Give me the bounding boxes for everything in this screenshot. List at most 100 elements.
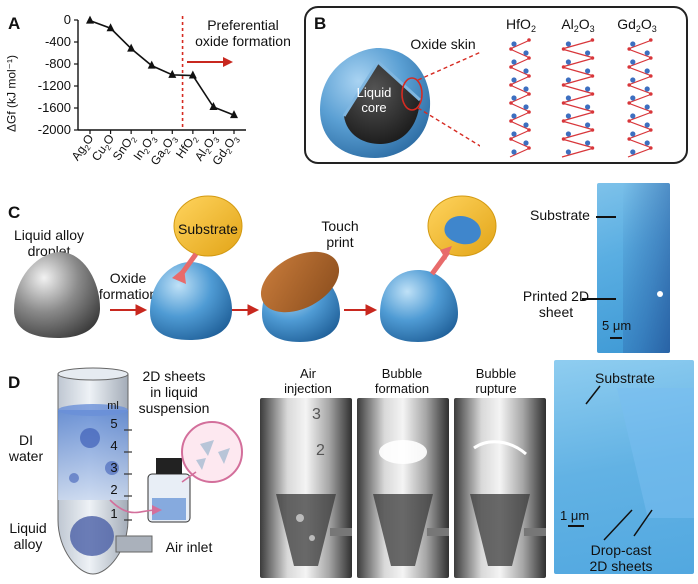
al2o3-structure-atom — [565, 77, 571, 83]
al2o3-structure-atom — [585, 140, 591, 146]
alloy-line-2: alloy — [13, 536, 43, 552]
data-point — [86, 15, 94, 24]
al2o3-structure-bond — [561, 93, 595, 104]
data-point — [230, 110, 238, 119]
gd2o3-structure-atom — [644, 68, 650, 74]
hfo2-structure-atom — [511, 149, 517, 155]
gd2o3-structure-atom — [630, 77, 636, 83]
gd2o3-structure-atom — [627, 137, 631, 141]
gd2o3-structure-bond — [627, 120, 653, 131]
al2o3-structure-bond — [561, 84, 595, 95]
photo-1-title-line-2: injection — [284, 381, 332, 396]
printed-sheet-label: Printed 2D sheet — [512, 288, 600, 320]
chart-axes — [77, 20, 246, 131]
panel-c-letter: C — [8, 203, 21, 222]
photo-2-title-line-1: Bubble — [381, 366, 423, 381]
hfo2-structure-atom — [509, 83, 513, 87]
y-tick-label: -800 — [45, 56, 71, 71]
al2o3-structure-atom — [561, 119, 566, 123]
al2o3-structure-atom — [585, 122, 591, 128]
photo-title-air-injection: Air injection — [266, 366, 350, 396]
photo-2-title-line-2: formation — [374, 381, 430, 396]
hfo2-structure-atom — [527, 74, 531, 78]
printed-sheet-micrograph — [597, 183, 670, 353]
hfo2-structure-bond — [509, 120, 531, 131]
al2o3-structure-atom — [590, 110, 595, 114]
scale-bar-label-c: 5 μm — [602, 318, 632, 333]
hfo2-structure-atom — [509, 137, 513, 141]
oxide-line-1: Oxide — [109, 270, 147, 286]
oxide-skin-label: Oxide skin — [410, 36, 476, 52]
gd2o3-structure-bond — [627, 57, 653, 68]
al2o3-structure-atom — [585, 50, 591, 56]
al2o3-structure-atom — [565, 41, 571, 47]
al2o3-structure-bond — [561, 57, 595, 68]
dropcast-line-1: Drop-cast — [590, 542, 652, 558]
gd2o3-structure-atom — [649, 146, 653, 150]
droplet-cross-section — [320, 48, 480, 158]
sheets-suspension-label: 2D sheets in liquid suspension — [134, 368, 214, 416]
tick-5: 5 — [110, 416, 118, 431]
data-point — [127, 43, 136, 52]
y-tick-label: 0 — [64, 12, 71, 27]
al2o3-structure-atom — [585, 86, 591, 92]
al2o3-structure-atom — [561, 65, 566, 69]
gd2o3-structure-bond — [627, 75, 653, 86]
al2o3-structure-atom — [585, 104, 591, 110]
hfo2-structure-bond — [509, 48, 531, 59]
hfo2-structure-bond — [509, 129, 531, 140]
y-tick-label: -400 — [45, 34, 71, 49]
series-markers — [86, 15, 238, 119]
tick-1: 1 — [110, 506, 118, 521]
dropcast-line-2: 2D sheets — [589, 558, 653, 574]
droplet-line-1: Liquid alloy — [13, 227, 85, 243]
core-line-2: core — [361, 100, 387, 115]
hfo2-structure-atom — [511, 41, 517, 47]
photo-title-bubble-rupture: Bubble rupture — [454, 366, 538, 396]
hfo2-structure-atom — [509, 119, 513, 123]
hfo2-structure-bond — [509, 39, 531, 50]
al2o3-structure-bond — [561, 39, 595, 50]
gd2o3-structure-atom — [627, 47, 631, 51]
core-line-1: Liquid — [356, 85, 392, 100]
hfo2-structure-atom — [523, 140, 529, 146]
y-tick-label: -1600 — [38, 100, 71, 115]
al2o3-structure-bond — [561, 111, 595, 122]
al2o3-structure-atom — [565, 131, 571, 137]
gd2o3-structure-bond — [627, 93, 653, 104]
gd2o3-structure-atom — [649, 128, 653, 132]
crystal-structures — [509, 38, 653, 158]
gd2o3-structure-atom — [644, 122, 650, 128]
data-point — [209, 102, 218, 111]
gd2o3-structure-atom — [630, 41, 636, 47]
al2o3-structure-atom — [590, 56, 595, 60]
al2o3-structure-bond — [561, 129, 595, 140]
hfo2-structure-atom — [511, 59, 517, 65]
structure-label-hfo2: HfO2 — [506, 16, 536, 35]
al2o3-structure-atom — [565, 149, 571, 155]
hfo2-structure-atom — [527, 92, 531, 96]
hfo2-structure-atom — [527, 38, 531, 42]
al2o3-structure-atom — [590, 38, 595, 42]
gd2o3-structure-bond — [627, 129, 653, 140]
al2o3-structure-bond — [561, 102, 595, 113]
ml-label: ml — [107, 400, 119, 412]
hfo2-structure-atom — [509, 101, 513, 105]
tick-2: 2 — [110, 482, 118, 497]
hfo2-structure-atom — [527, 128, 531, 132]
hfo2-structure-bond — [509, 111, 531, 122]
gd2o3-structure-bond — [627, 84, 653, 95]
photo-3-title-line-2: rupture — [475, 381, 517, 396]
hfo2-structure-atom — [523, 122, 529, 128]
hfo2-structure-atom — [511, 113, 517, 119]
gd2o3-structure-bond — [627, 66, 653, 77]
al2o3-structure-atom — [565, 113, 571, 119]
hfo2-structure-bond — [509, 66, 531, 77]
photo-mark-3: 3 — [312, 406, 321, 423]
oxide-line-2: formation — [98, 286, 158, 302]
photo-3-title-line-1: Bubble — [475, 366, 517, 381]
gd2o3-structure-atom — [644, 140, 650, 146]
liquid-alloy-label: Liquid alloy — [4, 520, 52, 552]
al2o3-structure-atom — [590, 74, 595, 78]
